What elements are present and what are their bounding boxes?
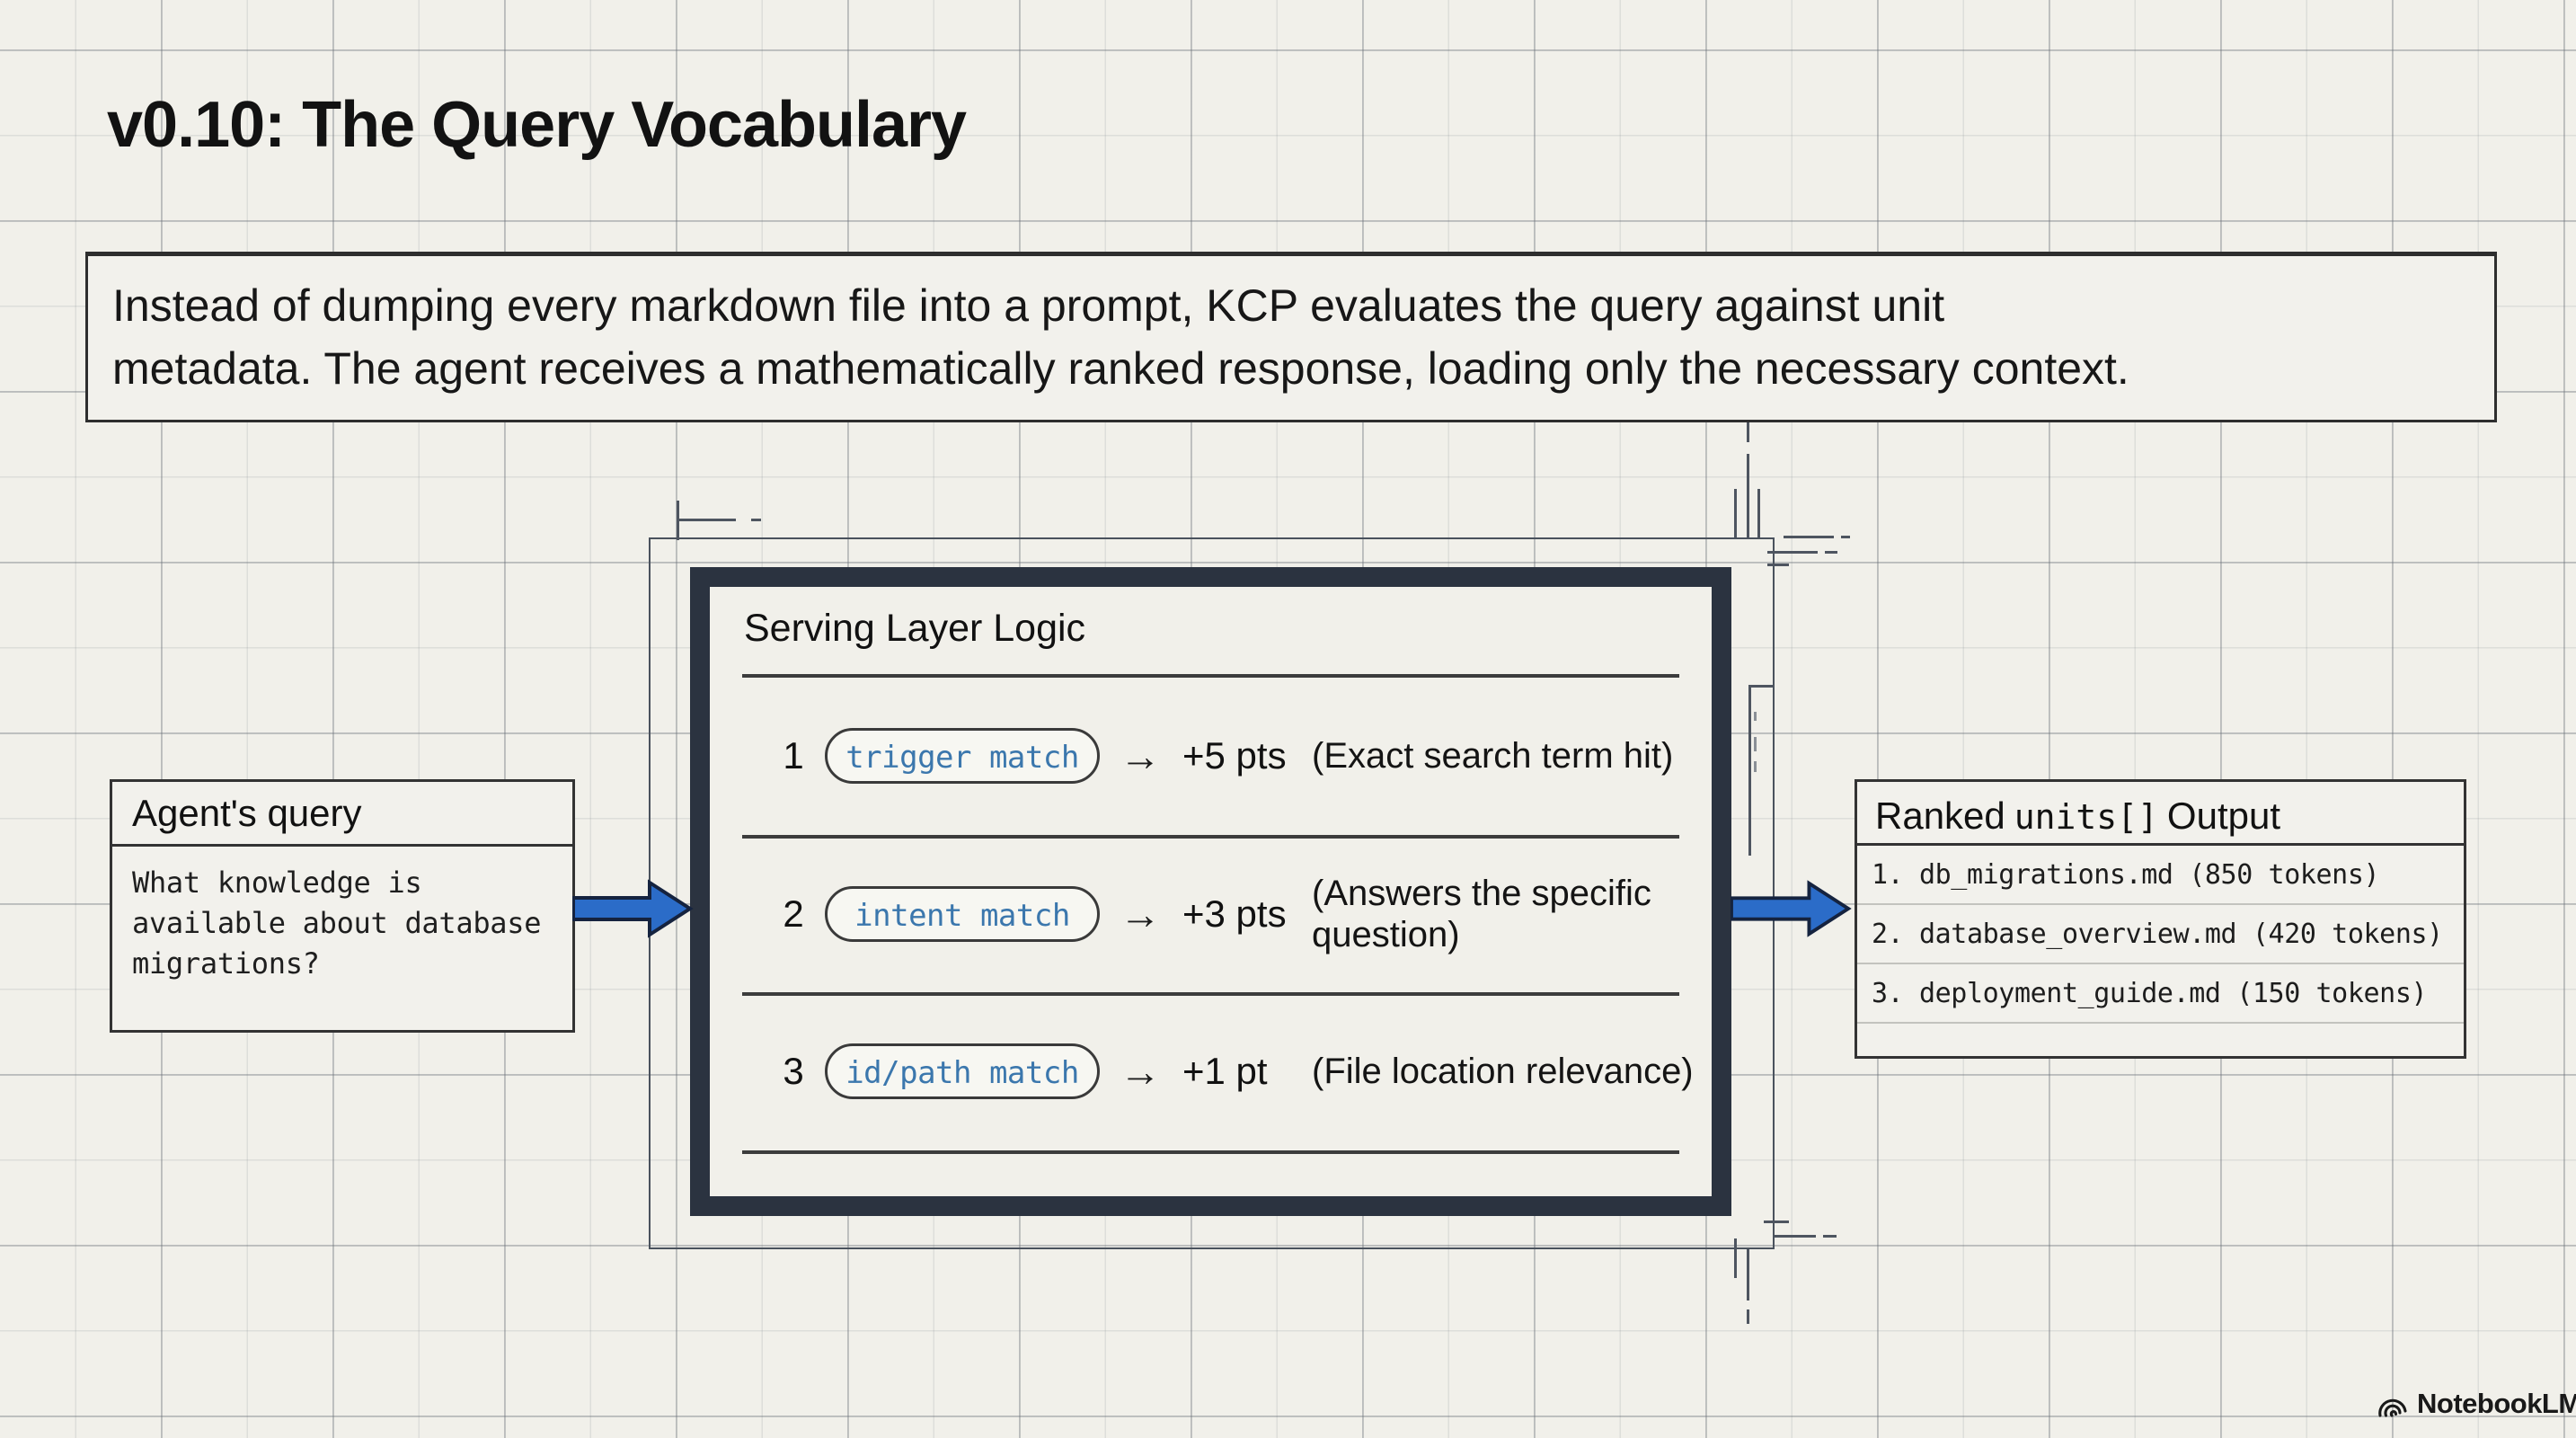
ranked-item-3: 3. deployment_guide.md (150 tokens) [1857, 964, 2464, 1024]
rule-row-trigger-match: 1 trigger match → +5 pts (Exact search t… [773, 715, 1712, 796]
rule-number: 1 [783, 734, 804, 777]
divider [742, 1150, 1679, 1154]
intent-match-tag: intent match [825, 886, 1100, 942]
trigger-match-tag: trigger match [825, 728, 1100, 784]
intro-line-2: metadata. The agent receives a mathemati… [112, 343, 2129, 394]
serving-layer-box: Serving Layer Logic 1 trigger match → +5… [690, 567, 1731, 1216]
notebooklm-wordmark: NotebookLM [2417, 1388, 2576, 1419]
id-path-match-tag: id/path match [825, 1043, 1100, 1099]
agent-query-text: What knowledge is available about databa… [112, 847, 572, 984]
intro-box: Instead of dumping every markdown file i… [85, 252, 2497, 422]
divider [742, 835, 1679, 839]
rule-row-id-path-match: 3 id/path match → +1 pt (File location r… [773, 1031, 1712, 1112]
rule-note: (Answers the specific question) [1312, 874, 1651, 954]
rule-points: +3 pts [1182, 892, 1287, 935]
notebooklm-brand: NotebookLM [2377, 1388, 2576, 1420]
rule-points: +1 pt [1182, 1050, 1268, 1092]
intro-line-1: Instead of dumping every markdown file i… [112, 280, 1945, 331]
notebooklm-logo-icon [2378, 1398, 2407, 1417]
rule-row-intent-match: 2 intent match → +3 pts (Answers the spe… [773, 874, 1712, 954]
arrow-glyph: → [1120, 732, 1161, 779]
query-line: migrations? [132, 946, 320, 981]
arrow-glyph: → [1120, 891, 1161, 937]
title-code: units[] [2014, 797, 2158, 837]
ranked-output-box: Ranked units[] Output 1. db_migrations.m… [1855, 779, 2466, 1059]
flow-arrow-left [572, 879, 694, 938]
arrow-glyph: → [1120, 1048, 1161, 1095]
rule-number: 2 [783, 892, 804, 935]
ranked-item-1: 1. db_migrations.md (850 tokens) [1857, 846, 2464, 905]
divider [742, 992, 1679, 996]
rule-points: +5 pts [1182, 734, 1287, 777]
ranked-output-title: Ranked units[] Output [1857, 782, 2464, 846]
serving-layer-title: Serving Layer Logic [744, 607, 1086, 650]
flow-arrow-right [1731, 880, 1852, 937]
page-title: v0.10: The Query Vocabulary [107, 89, 967, 161]
title-prefix: Ranked [1875, 794, 2005, 837]
query-line: available about database [132, 906, 542, 940]
agent-query-box: Agent's query What knowledge is availabl… [110, 779, 575, 1033]
query-line: What knowledge is [132, 865, 422, 900]
rule-note: (Exact search term hit) [1312, 736, 1674, 776]
rule-number: 3 [783, 1050, 804, 1092]
title-suffix: Output [2166, 794, 2281, 837]
intro-text: Instead of dumping every markdown file i… [112, 274, 2129, 400]
ranked-item-2: 2. database_overview.md (420 tokens) [1857, 905, 2464, 964]
divider [742, 674, 1679, 678]
rule-note: (File location relevance) [1312, 1052, 1694, 1091]
agent-query-title: Agent's query [112, 782, 572, 847]
